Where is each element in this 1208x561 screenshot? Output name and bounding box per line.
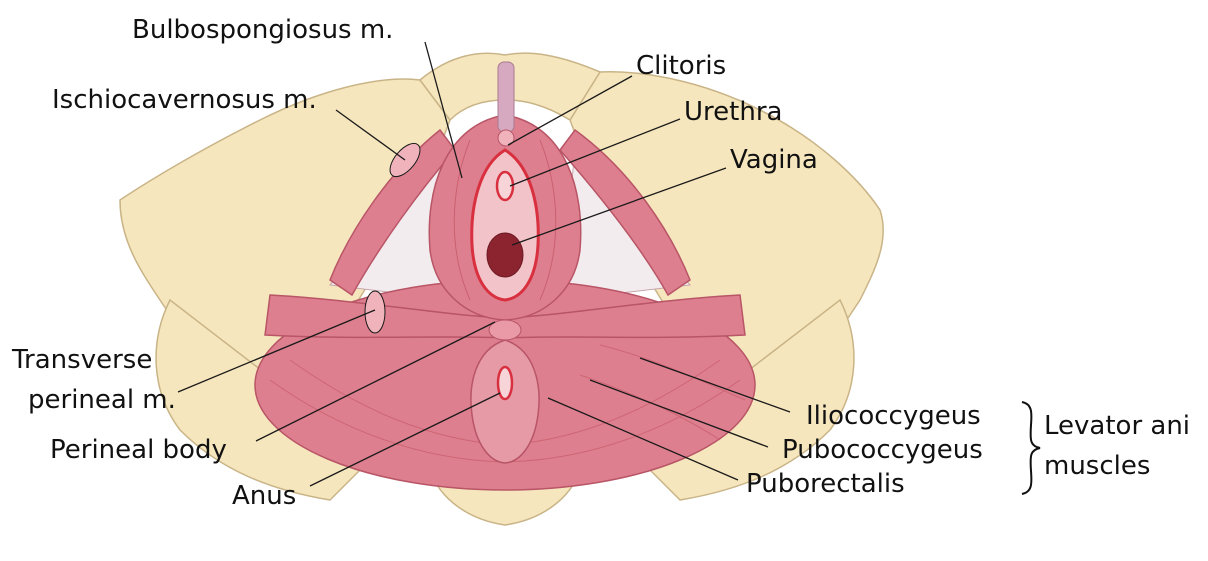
label-puborectalis: Puborectalis — [746, 469, 905, 499]
label-levator-ani-line1: Levator ani — [1044, 411, 1190, 441]
label-clitoris: Clitoris — [636, 51, 726, 81]
label-iliococcygeus: Iliococcygeus — [806, 401, 981, 431]
label-bulbospongiosus: Bulbospongiosus m. — [132, 15, 393, 45]
label-ischiocavernosus: Ischiocavernosus m. — [52, 85, 317, 115]
label-urethra: Urethra — [684, 97, 782, 127]
clitoris — [498, 62, 514, 132]
label-pubococcygeus: Pubococcygeus — [782, 435, 983, 465]
label-transverse-line1: Transverse — [11, 345, 152, 375]
label-anus: Anus — [232, 481, 296, 511]
label-perineal-body: Perineal body — [50, 435, 227, 465]
label-vagina: Vagina — [730, 145, 818, 175]
transverse-perineal-cut — [365, 291, 385, 333]
levator-ani-brace — [1022, 402, 1040, 494]
vaginal-lumen — [487, 233, 523, 277]
anal-orifice — [498, 367, 512, 399]
label-transverse-line2: perineal m. — [28, 385, 176, 415]
label-levator-ani-line2: muscles — [1044, 451, 1150, 481]
